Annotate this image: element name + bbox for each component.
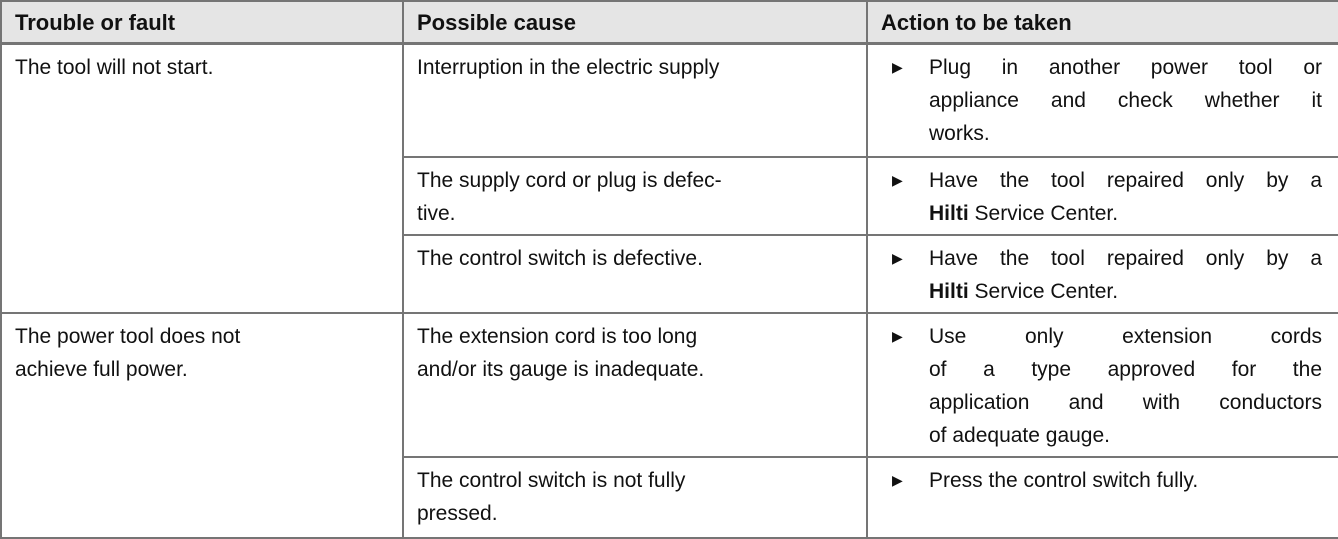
header-possible-cause: Possible cause xyxy=(402,0,868,45)
trouble-cell-tool-will-not-start: The tool will not start. xyxy=(0,42,404,314)
cause-cell: The control switch is defective. xyxy=(402,233,868,314)
action-cell: ▶ Press the control switch fully. xyxy=(866,455,1338,539)
cause-cell: Interruption in the electric supply xyxy=(402,42,868,158)
table-row: The supply cord or plug is defec- tive. … xyxy=(1,155,1338,236)
header-row: Trouble or fault Possible cause Action t… xyxy=(0,0,1338,45)
triangle-bullet-icon: ▶ xyxy=(892,327,903,344)
cause-cell: The supply cord or plug is defec- tive. xyxy=(402,155,868,236)
triangle-bullet-icon: ▶ xyxy=(892,171,903,188)
table-row: The control switch is defective. ▶ Have … xyxy=(1,233,1338,314)
trouble-cell-no-full-power: The power tool does not achieve full pow… xyxy=(0,311,404,539)
cause-cell: The extension cord is too long and/or it… xyxy=(402,311,868,458)
cause-cell: The control switch is not fully pressed. xyxy=(402,455,868,539)
header-trouble-or-fault: Trouble or fault xyxy=(0,0,404,45)
triangle-bullet-icon: ▶ xyxy=(892,249,903,266)
table-row: The tool will not start. Interruption in… xyxy=(0,42,1338,314)
table-row: The power tool does not achieve full pow… xyxy=(0,311,1338,539)
triangle-bullet-icon: ▶ xyxy=(892,471,903,488)
triangle-bullet-icon: ▶ xyxy=(892,59,903,75)
action-text: Press the control switch fully. xyxy=(929,468,1199,492)
header-action-to-be-taken: Action to be taken xyxy=(866,0,1338,45)
